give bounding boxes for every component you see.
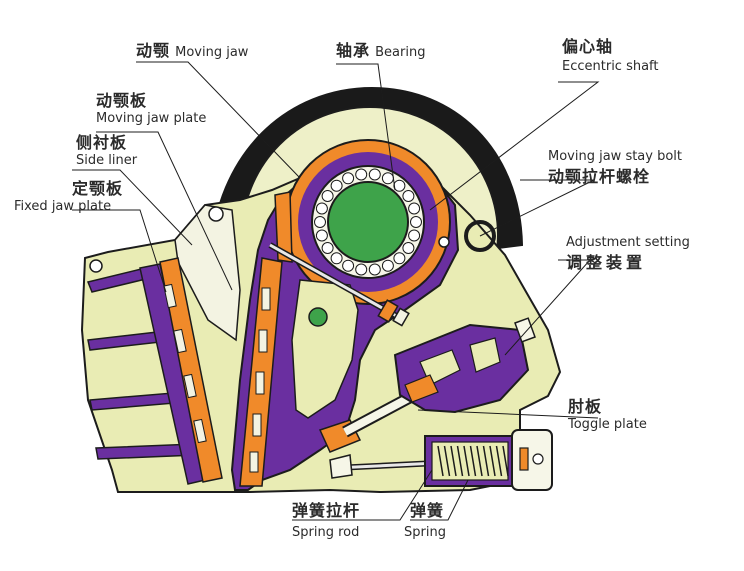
spring-coil <box>502 445 509 477</box>
jaw-pivot <box>308 307 328 327</box>
stay-bolt-pin <box>438 236 450 248</box>
spring-coil <box>443 445 451 477</box>
label-side-liner-en: Side liner <box>76 152 138 168</box>
label-moving-jaw-zh: 动颚 <box>136 41 171 60</box>
label-toggle-plate-zh: 肘板 <box>568 397 603 416</box>
label-stay-bolt-zh: 动颚拉杆螺栓 <box>548 167 651 187</box>
label-bearing-en: Bearing <box>375 45 426 60</box>
bearing-roller <box>410 216 422 228</box>
label-stay-bolt-en: Moving jaw stay bolt <box>548 149 683 164</box>
moving-jaw-stay-bolt <box>268 242 410 327</box>
label-adjustment: Adjustment setting 调整装置 <box>566 235 690 273</box>
adjustment-setting <box>393 317 536 414</box>
side-liner-plate <box>174 204 241 342</box>
label-spring-rod-en: Spring rod <box>292 524 360 540</box>
label-adjustment-zh: 调整装置 <box>566 253 647 273</box>
bearing-roller <box>315 229 328 242</box>
bearing-roller <box>408 229 421 242</box>
label-moving-jaw-plate-zh: 动颚板 <box>96 91 148 110</box>
label-moving-jaw-plate-en: Moving jaw plate <box>96 110 207 126</box>
leader-lines <box>72 61 600 521</box>
label-spring-en: Spring <box>404 524 446 540</box>
label-moving-jaw-en: Moving jaw <box>175 45 249 60</box>
moving-jaw-teeth <box>249 287 271 473</box>
label-toggle-plate-en: Toggle plate <box>568 416 647 432</box>
bearing-roller <box>355 263 368 276</box>
label-fixed-jaw-plate-en: Fixed jaw plate <box>14 198 112 214</box>
label-bearing-zh: 轴承 <box>336 41 371 60</box>
spring-coil <box>476 445 483 477</box>
eccentric-shaft <box>327 181 409 263</box>
stay-bolt-ring <box>464 220 496 252</box>
label-toggle-plate: 肘板 Toggle plate <box>568 398 647 432</box>
bearing-roller <box>393 252 406 265</box>
spring-coil <box>489 445 496 477</box>
bearing-roller <box>330 252 343 265</box>
label-spring-rod-zh: 弹簧拉杆 <box>292 501 361 520</box>
label-eccentric-shaft-en: Eccentric shaft <box>562 58 659 74</box>
bearing-roller <box>330 179 343 192</box>
label-fixed-jaw-plate-zh: 定颚板 <box>72 179 124 198</box>
label-bearing: 轴承 Bearing <box>336 42 425 60</box>
bearing-roller <box>368 168 381 181</box>
bearing-roller <box>321 242 334 254</box>
spring-coil <box>469 445 477 477</box>
bearing-roller <box>402 242 415 254</box>
spring-coil <box>495 445 503 477</box>
bearing-roller <box>368 263 381 276</box>
bearing-roller <box>408 202 421 215</box>
bearing-roller <box>381 259 394 272</box>
label-stay-bolt: Moving jaw stay bolt 动颚拉杆螺栓 <box>548 149 683 187</box>
fixed-jaw-plate <box>159 257 223 483</box>
bearing-roller <box>342 172 355 185</box>
label-eccentric-shaft: 偏心轴 Eccentric shaft <box>562 38 659 74</box>
bearing-roller <box>321 190 334 202</box>
spring-assembly <box>424 429 553 491</box>
label-side-liner-zh: 侧衬板 <box>76 133 128 152</box>
bearing-roller <box>381 172 394 185</box>
bearing-roller <box>355 168 368 181</box>
bearing-roller <box>402 190 415 202</box>
bearing-roller <box>393 179 406 192</box>
fixed-jaw-teeth <box>163 283 207 444</box>
spring-coil <box>437 445 444 477</box>
label-eccentric-shaft-zh: 偏心轴 <box>562 37 614 56</box>
bearing-rollers <box>314 168 422 276</box>
spring-coil <box>463 445 470 477</box>
spring-coil <box>456 445 464 477</box>
label-fixed-jaw-plate: 定颚板 Fixed jaw plate <box>14 180 123 214</box>
label-moving-jaw-plate: 动颚板 Moving jaw plate <box>96 92 206 126</box>
bearing-roller <box>314 216 326 228</box>
frame-hole <box>208 206 224 222</box>
bearing-roller <box>315 202 328 215</box>
label-moving-jaw: 动颚 Moving jaw <box>136 42 248 60</box>
label-side-liner: 侧衬板 Side liner <box>76 134 137 168</box>
bearing-roller <box>342 259 355 272</box>
jaw-upper-liner <box>274 191 293 263</box>
frame-hole <box>89 259 103 273</box>
label-adjustment-en: Adjustment setting <box>566 235 690 250</box>
label-spring-rod: 弹簧拉杆 Spring rod <box>292 502 360 540</box>
label-spring: 弹簧 Spring <box>404 502 446 540</box>
spring-coil <box>482 445 490 477</box>
spring-coil <box>450 445 457 477</box>
label-spring-zh: 弹簧 <box>410 501 445 520</box>
